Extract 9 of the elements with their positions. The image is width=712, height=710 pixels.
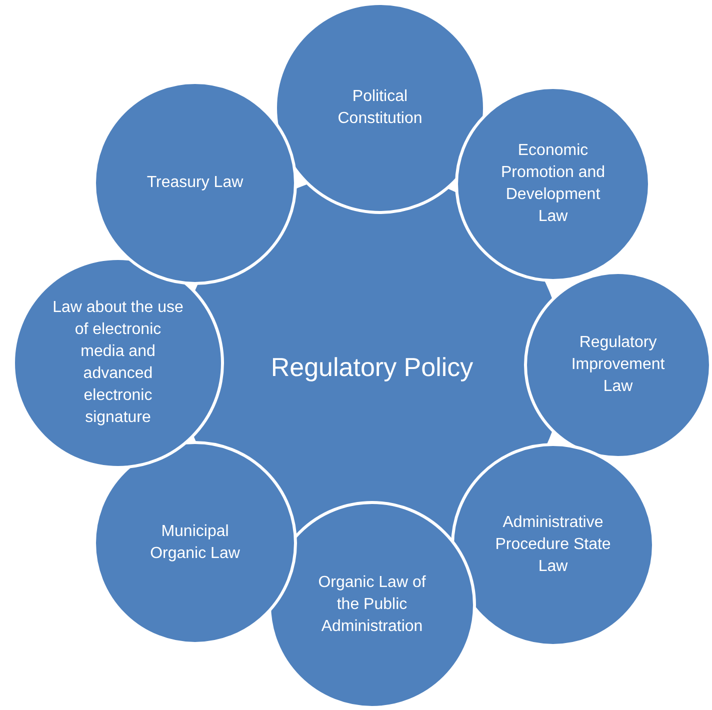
node-label: Administrative Procedure State Law [494, 513, 612, 577]
node-label: Treasury Law [146, 173, 244, 193]
node-label: Organic Law of the Public Administration [317, 573, 427, 637]
node-label: Political Constitution [336, 87, 424, 129]
node-label: Law about the use of electronic media and advanced electronic signature [52, 298, 184, 428]
node-label: Economic Promotion and Development Law [500, 141, 606, 227]
center-title: Regulatory Policy [270, 351, 474, 384]
node-label: Municipal Organic Law [149, 522, 241, 564]
node-label: Regulatory Improvement Law [570, 333, 666, 397]
